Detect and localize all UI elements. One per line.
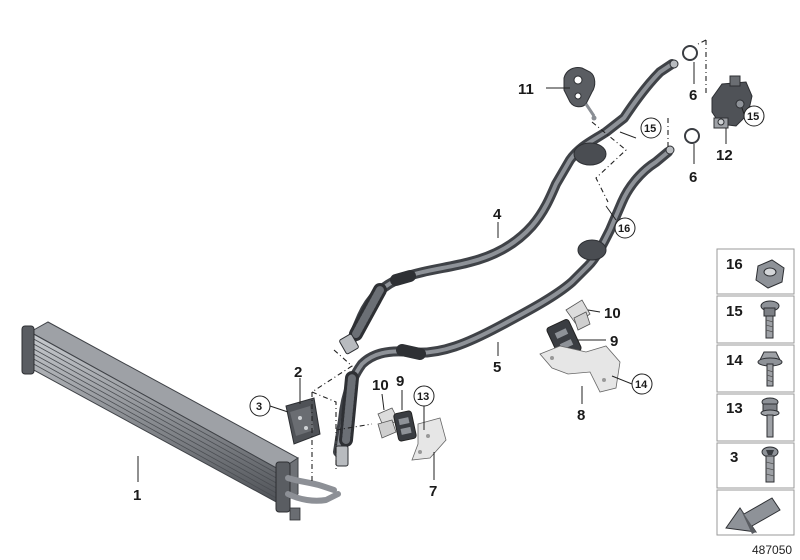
callout-4: 4 [493,206,502,223]
callout-11: 11 [518,81,534,98]
callout-13: 13 [417,391,429,403]
callout-9-right: 9 [610,333,618,350]
legend-label-13: 13 [726,400,743,417]
clamp-9-left [393,410,417,442]
legend-item-14: 14 [716,344,795,393]
callout-3-circle: 3 [249,395,271,417]
mounting-bracket-2 [285,397,321,445]
callout-16: 16 [618,223,630,235]
valve-block-12 [711,75,753,129]
callout-3: 3 [256,401,262,413]
legend-label-16: 16 [726,256,743,273]
nut-icon [755,259,785,289]
legend-item-16: 16 [716,248,795,295]
legend-item-15: 15 [716,295,795,344]
oil-line-4 [339,59,679,355]
clip-10-left [377,407,399,439]
callout-10-left: 10 [372,377,389,394]
leader-lines [137,62,745,482]
oil-line-5 [333,145,675,467]
legend-item-13: 13 [716,393,795,442]
torx-screw-icon [761,446,779,483]
legend-label-3: 3 [730,449,738,466]
callout-15-top: 15 [747,111,759,123]
fastener-legend: 16 15 14 [716,248,795,536]
oil-cooler-radiator [21,321,341,521]
callout-7: 7 [429,483,437,500]
bracket-8 [539,345,621,393]
callout-13-circle: 13 [413,385,435,407]
screw-icon [757,351,783,387]
clip-10-right [565,299,591,331]
bolt-icon [760,300,780,339]
callout-2: 2 [294,364,302,381]
callouts: 11 1 2 4 5 6 6 12 7 8 9 10 10 9 3 13 14 … [133,81,765,504]
legend-label-15: 15 [726,303,743,320]
callout-6-top: 6 [689,87,697,104]
flange-bolt-icon [760,397,780,438]
callout-15-top-circle: 15 [743,105,765,127]
bracket-7 [411,417,447,461]
callout-8: 8 [577,407,585,424]
callout-14: 14 [635,379,648,391]
assembly-lines [311,39,707,484]
legend-label-14: 14 [726,352,743,369]
callout-5: 5 [493,359,501,376]
o-ring-middle [684,128,700,144]
callout-15-left-circle: 15 [640,117,662,139]
document-number: 487050 [752,543,792,557]
callout-6-bottom: 6 [689,169,697,186]
callout-1: 1 [133,487,141,504]
callout-9-left: 9 [396,373,404,390]
direction-arrow-icon [725,497,781,534]
flange-plate-11 [563,67,597,121]
callout-12: 12 [716,147,733,164]
orientation-arrow-box [716,489,795,536]
callout-14-circle: 14 [631,373,653,395]
legend-item-3: 3 [716,442,795,489]
callout-16-circle: 16 [614,217,636,239]
callout-10-right: 10 [604,305,621,322]
o-ring-top [682,45,698,61]
callout-15-left: 15 [644,123,656,135]
